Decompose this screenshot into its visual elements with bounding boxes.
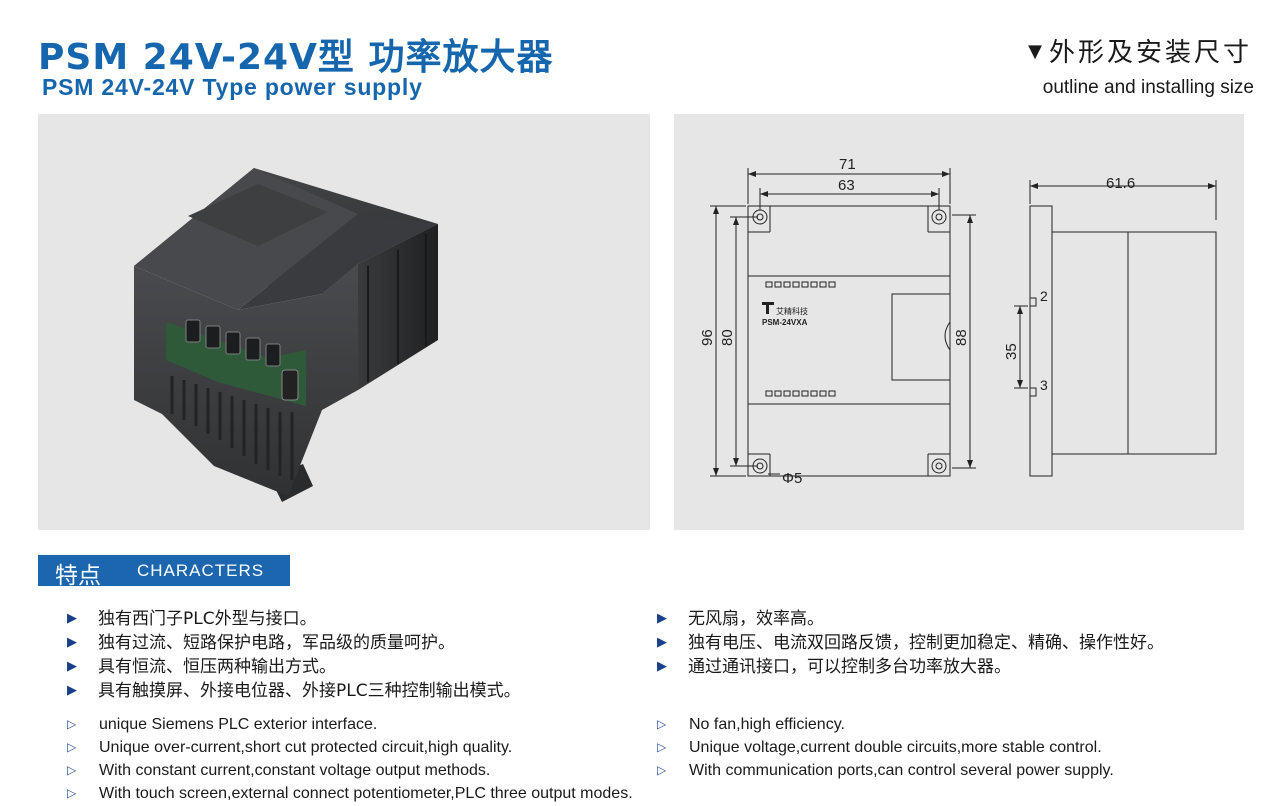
dim-96: 96 [699, 329, 716, 346]
dim-80: 80 [719, 329, 736, 346]
bullet-outline-icon: ▷ [67, 740, 77, 754]
bullet-outline-icon: ▷ [657, 763, 667, 777]
list-item: ▶独有西门子PLC外型与接口。 [67, 609, 317, 629]
bullet-icon: ▶ [67, 659, 77, 674]
bullet-icon: ▶ [657, 659, 667, 674]
outline-heading: ▼外形及安装尺寸 [1028, 32, 1252, 69]
dim-88: 88 [953, 329, 970, 346]
drawing-model: PSM-24VXA [762, 318, 808, 327]
list-item: ▷unique Siemens PLC exterior interface. [67, 713, 633, 736]
page-subtitle: PSM 24V-24V Type power supply [42, 74, 423, 100]
list-item: ▷No fan,high efficiency. [657, 713, 1114, 736]
list-item: ▶通过通讯接口，可以控制多台功率放大器。 [657, 657, 1011, 677]
list-item: ▶独有过流、短路保护电路，军品级的质量呵护。 [67, 633, 455, 653]
bullet-outline-icon: ▷ [67, 717, 77, 731]
list-item: ▶无风扇，效率高。 [657, 609, 824, 629]
list-item: ▷Unique voltage,current double circuits,… [657, 736, 1114, 759]
dim-61-6: 61.6 [1106, 175, 1135, 192]
outline-heading-label: 外形及安装尺寸 [1048, 38, 1252, 68]
triangle-down-icon: ▼ [1028, 41, 1045, 62]
dim-63: 63 [838, 177, 855, 194]
dim-35: 35 [1003, 343, 1020, 360]
features-left-en: ▷unique Siemens PLC exterior interface. … [67, 713, 633, 805]
dimension-drawing-panel: 艾精科技 PSM-24VXA 71 63 61.6 96 80 88 35 2 … [674, 114, 1244, 530]
bullet-icon: ▶ [67, 683, 77, 698]
product-photo [134, 168, 438, 502]
page-title: PSM 24V-24V型 功率放大器 [38, 37, 554, 78]
list-item: ▷With constant current,constant voltage … [67, 759, 633, 782]
dimension-drawing: 艾精科技 PSM-24VXA 71 63 61.6 96 80 88 35 2 … [699, 156, 1217, 487]
features-left-cn: ▶独有西门子PLC外型与接口。 ▶独有过流、短路保护电路，军品级的质量呵护。 ▶… [67, 607, 521, 703]
dim-2: 2 [1040, 288, 1048, 304]
bullet-icon: ▶ [657, 635, 667, 650]
bullet-outline-icon: ▷ [657, 717, 667, 731]
dim-71: 71 [839, 156, 856, 173]
dim-3: 3 [1040, 377, 1048, 393]
drawing-brand: 艾精科技 [776, 306, 808, 316]
list-item: ▷With touch screen,external connect pote… [67, 782, 633, 805]
list-item: ▶具有触摸屏、外接电位器、外接PLC三种控制输出模式。 [67, 681, 521, 701]
list-item: ▶独有电压、电流双回路反馈，控制更加稳定、精确、操作性好。 [657, 633, 1164, 653]
characters-badge: 特点 CHARACTERS [38, 555, 290, 589]
characters-label-cn: 特点 [55, 563, 101, 589]
bullet-outline-icon: ▷ [67, 763, 77, 777]
features-right-cn: ▶无风扇，效率高。 ▶独有电压、电流双回路反馈，控制更加稳定、精确、操作性好。 … [657, 607, 1164, 679]
characters-label-en: CHARACTERS [137, 561, 265, 580]
list-item: ▷With communication ports,can control se… [657, 759, 1114, 782]
list-item: ▷Unique over-current,short cut protected… [67, 736, 633, 759]
bullet-icon: ▶ [67, 611, 77, 626]
list-item: ▶具有恒流、恒压两种输出方式。 [67, 657, 336, 677]
bullet-outline-icon: ▷ [67, 786, 77, 800]
bullet-outline-icon: ▷ [657, 740, 667, 754]
bullet-icon: ▶ [657, 611, 667, 626]
dim-phi5: Φ5 [782, 470, 802, 487]
bullet-icon: ▶ [67, 635, 77, 650]
features-right-en: ▷No fan,high efficiency. ▷Unique voltage… [657, 713, 1114, 782]
product-photo-panel [38, 114, 650, 530]
outline-subheading: outline and installing size [1042, 77, 1254, 98]
